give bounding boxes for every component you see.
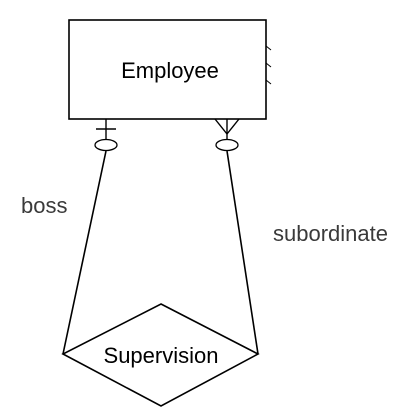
employee-entity-label: Employee (121, 58, 219, 83)
subordinate-role-label: subordinate (273, 221, 388, 246)
boss-optional-circle (94, 138, 118, 152)
edge-marks (265, 45, 272, 85)
subordinate-optional-circle (215, 138, 239, 152)
boss-connector (62, 119, 118, 355)
supervision-label: Supervision (104, 343, 219, 368)
boss-relationship-line (62, 150, 107, 355)
subordinate-foot-right (226, 118, 240, 135)
supervision-relationship[interactable]: Supervision (61, 303, 260, 407)
supervision-diamond (61, 303, 260, 407)
subordinate-foot-left (214, 118, 228, 135)
employee-entity[interactable]: Employee (68, 19, 267, 120)
subordinate-relationship-line (226, 150, 259, 355)
subordinate-connector (214, 118, 259, 355)
employee-entity-box (68, 19, 267, 120)
boss-role-label: boss (21, 193, 67, 218)
